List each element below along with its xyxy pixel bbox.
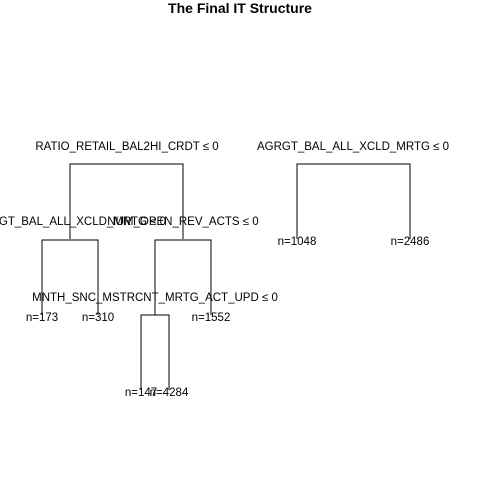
leaf-label-n2486: n=2486 xyxy=(391,236,430,248)
tree-edges xyxy=(41,163,411,390)
edge-agrgt-bal-left xyxy=(41,239,99,315)
leaf-label-n173: n=173 xyxy=(26,312,58,324)
edge-retail-ratio xyxy=(69,163,184,239)
leaf-label-n1048: n=1048 xyxy=(278,236,317,248)
split-label-num-open-rev: NUM_OPEN_REV_ACTS ≤ 0 xyxy=(107,216,258,228)
leaf-label-n147: n=147 xyxy=(125,387,157,399)
split-label-agrgt-bal-left: AGRGT_BAL_ALL_XCLD_MRTG ≤ 0 xyxy=(0,216,166,228)
leaf-label-n4284: n=4284 xyxy=(150,387,189,399)
edge-mnth-snc-mstr xyxy=(140,314,170,390)
leaf-label-n310: n=310 xyxy=(82,312,114,324)
diagram-title: The Final IT Structure xyxy=(168,0,312,16)
split-label-mnth-snc-mstr: MNTH_SNC_MSTRCNT_MRTG_ACT_UPD ≤ 0 xyxy=(32,292,278,304)
leaf-label-n1552: n=1552 xyxy=(192,312,231,324)
split-label-agrgt-bal-right: AGRGT_BAL_ALL_XCLD_MRTG ≤ 0 xyxy=(257,141,449,153)
split-label-retail-ratio: RATIO_RETAIL_BAL2HI_CRDT ≤ 0 xyxy=(35,141,218,153)
edge-agrgt-bal-right xyxy=(296,163,411,239)
edge-num-open-rev xyxy=(154,239,212,315)
